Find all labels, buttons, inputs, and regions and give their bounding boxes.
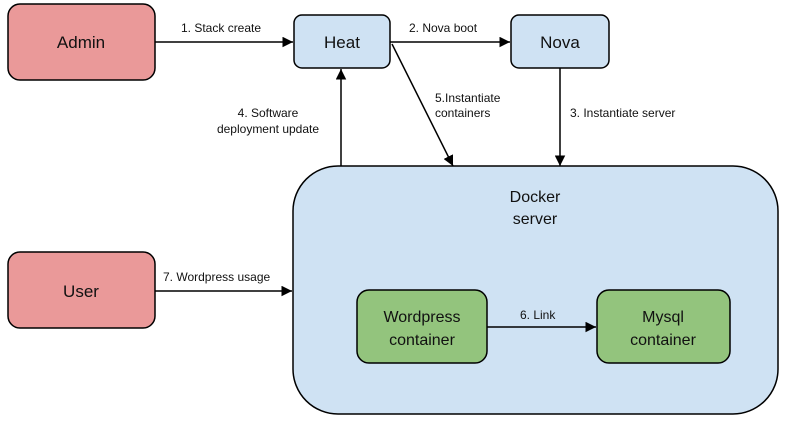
admin-node[interactable]: Admin (7, 3, 156, 81)
edge-nova-boot: 2. Nova boot (390, 21, 510, 48)
wordpress-container-box (356, 289, 488, 364)
wordpress-label-line1: Wordpress (383, 309, 460, 326)
edge-instantiate-server: 3. Instantiate server (554, 68, 675, 166)
wordpress-label-line2: container (389, 332, 455, 349)
edge-stack-create-label: 1. Stack create (181, 21, 261, 35)
edge-software-update-label-line1: 4. Software (238, 106, 299, 120)
user-node[interactable]: User (7, 251, 156, 329)
admin-label: Admin (57, 33, 105, 52)
edge-instantiate-containers: 5.Instantiate containers (391, 43, 501, 167)
heat-label: Heat (324, 33, 360, 52)
edge-instantiate-containers-label-line1: 5.Instantiate (435, 91, 501, 105)
user-box (7, 251, 156, 329)
edge-wordpress-usage-label: 7. Wordpress usage (163, 270, 270, 284)
edge-software-update-label-line2: deployment update (217, 122, 319, 136)
wordpress-container-node[interactable]: Wordpress container (356, 289, 488, 364)
docker-server-label-line1: Docker (510, 189, 561, 206)
edge-software-update: 4. Software deployment update (217, 69, 347, 166)
edge-instantiate-containers-arrow (391, 43, 454, 167)
edge-link: 6. Link (487, 308, 596, 333)
edge-link-label: 6. Link (520, 308, 556, 322)
edge-instantiate-containers-label-line2: containers (435, 106, 490, 120)
mysql-label-line1: Mysql (642, 309, 684, 326)
mysql-container-box (596, 289, 731, 364)
user-label: User (63, 282, 99, 301)
edge-stack-create: 1. Stack create (155, 21, 293, 48)
nova-label: Nova (540, 33, 580, 52)
nova-node[interactable]: Nova (510, 14, 610, 69)
heat-node[interactable]: Heat (293, 14, 391, 69)
mysql-container-node[interactable]: Mysql container (596, 289, 731, 364)
edge-nova-boot-label: 2. Nova boot (409, 21, 478, 35)
edge-instantiate-server-label: 3. Instantiate server (570, 106, 675, 120)
docker-server-label-line2: server (513, 211, 558, 228)
edge-wordpress-usage: 7. Wordpress usage (155, 270, 292, 297)
mysql-label-line2: container (630, 332, 696, 349)
